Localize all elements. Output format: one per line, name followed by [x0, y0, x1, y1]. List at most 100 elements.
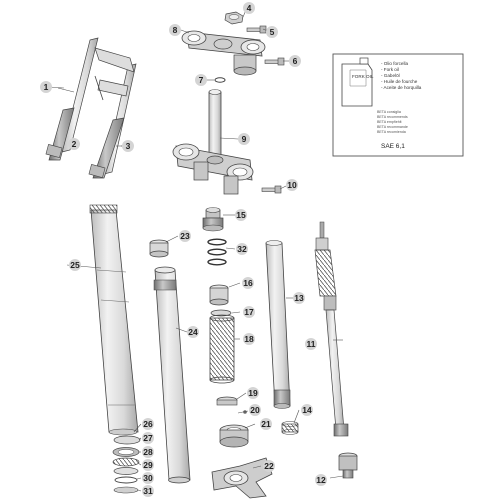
callout-23: 23 — [179, 230, 191, 242]
callout-label-5: 5 — [270, 27, 275, 37]
outer-tube — [89, 204, 139, 436]
seal-stack — [112, 435, 141, 494]
callout-25: 25 — [69, 259, 81, 271]
callout-29: 29 — [142, 459, 154, 471]
callout-16: 16 — [242, 277, 254, 289]
callout-label-28: 28 — [143, 447, 153, 457]
beta-line-4: BETA recommande — [377, 125, 408, 129]
oil-grade: SAE 6,1 — [381, 143, 405, 150]
small-screw — [243, 410, 247, 414]
beta-line-3: BETA empfiehlt — [377, 120, 402, 124]
callout-11: 11 — [305, 338, 317, 350]
fork-oil-box: FORK OIL - Olio forcella - Fork oil - Ga… — [332, 53, 464, 157]
callout-22: 22 — [263, 460, 275, 472]
oil-line-5: - Aceite de horquilla — [381, 85, 422, 90]
upper-triple-clamp — [181, 30, 266, 76]
lower-clamp-bolt — [261, 185, 282, 194]
callout-label-2: 2 — [72, 139, 77, 149]
callout-label-31: 31 — [143, 486, 153, 496]
callout-label-27: 27 — [143, 433, 153, 443]
callout-14: 14 — [301, 404, 313, 416]
callout-5: 5 — [266, 26, 278, 38]
inner-tube — [153, 266, 191, 484]
callout-label-20: 20 — [250, 405, 260, 415]
clamp-bolt-top — [246, 25, 267, 34]
oil-can-icon — [341, 57, 373, 107]
snap-rings — [207, 238, 227, 266]
callout-label-14: 14 — [302, 405, 312, 415]
beta-line-2: BETA recommends — [377, 115, 408, 119]
callout-label-16: 16 — [243, 278, 253, 288]
callout-label-12: 12 — [316, 475, 326, 485]
stem-nut — [224, 11, 244, 25]
callout-label-24: 24 — [188, 327, 198, 337]
callout-10: 10 — [286, 179, 298, 191]
callout-label-21: 21 — [261, 419, 271, 429]
callout-8: 8 — [169, 24, 181, 36]
guide-bushing — [149, 239, 169, 258]
callout-label-22: 22 — [264, 461, 274, 471]
callout-19: 19 — [247, 387, 259, 399]
callout-32: 32 — [236, 243, 248, 255]
damper-tube — [265, 240, 291, 409]
spring-seat — [216, 396, 238, 406]
callout-1: 1 — [40, 81, 52, 93]
callout-13: 13 — [293, 292, 305, 304]
callout-17: 17 — [243, 306, 255, 318]
callout-21: 21 — [260, 418, 272, 430]
oil-line-4: - Huile de fourche — [381, 79, 418, 84]
callout-label-7: 7 — [199, 75, 204, 85]
fork-cap — [202, 207, 224, 232]
callout-9: 9 — [238, 133, 250, 145]
callout-31: 31 — [142, 485, 154, 497]
preload-spacer — [209, 284, 229, 306]
callout-label-23: 23 — [180, 231, 190, 241]
lower-triple-clamp — [172, 89, 254, 195]
callout-label-3: 3 — [126, 141, 131, 151]
callout-6: 6 — [289, 55, 301, 67]
callout-label-13: 13 — [294, 293, 304, 303]
leader-lines — [48, 9, 344, 492]
callout-label-26: 26 — [143, 419, 153, 429]
oil-can-label: FORK OIL — [352, 74, 374, 79]
oil-line-2: - Fork oil — [381, 67, 399, 72]
o-ring-small — [214, 77, 226, 83]
callout-30: 30 — [142, 472, 154, 484]
callout-28: 28 — [142, 446, 154, 458]
callout-label-1: 1 — [44, 82, 49, 92]
callout-label-10: 10 — [287, 180, 297, 190]
callout-label-15: 15 — [236, 210, 246, 220]
rebound-spring — [281, 421, 299, 435]
callout-label-25: 25 — [70, 260, 80, 270]
callout-label-32: 32 — [237, 244, 247, 254]
spring-washer — [210, 309, 232, 317]
callout-label-29: 29 — [143, 460, 153, 470]
complete-fork-legs — [45, 37, 137, 179]
beta-line-5: BETA recomienda — [377, 130, 406, 134]
callout-3: 3 — [122, 140, 134, 152]
callout-26: 26 — [142, 418, 154, 430]
base-valve — [338, 452, 358, 479]
callout-2: 2 — [68, 138, 80, 150]
fork-spring — [209, 314, 235, 384]
callout-label-9: 9 — [242, 134, 247, 144]
callout-24: 24 — [187, 326, 199, 338]
callout-label-19: 19 — [248, 388, 258, 398]
callout-label-17: 17 — [244, 307, 254, 317]
axle-bushing — [219, 424, 249, 448]
callout-18: 18 — [243, 333, 255, 345]
callout-12: 12 — [315, 474, 327, 486]
fork-foot — [211, 457, 273, 499]
callout-label-30: 30 — [143, 473, 153, 483]
callout-27: 27 — [142, 432, 154, 444]
clamp-bolt-side — [264, 57, 285, 66]
callout-4: 4 — [243, 2, 255, 14]
beta-line-1: BETA consiglia — [377, 110, 401, 114]
oil-line-1: - Olio forcella — [381, 61, 409, 66]
callout-label-18: 18 — [244, 334, 254, 344]
callout-7: 7 — [195, 74, 207, 86]
callouts: 1 2 3 4 5 6 7 8 9 10 11 12 13 14 15 16 1… — [40, 2, 327, 497]
callout-label-4: 4 — [247, 3, 252, 13]
